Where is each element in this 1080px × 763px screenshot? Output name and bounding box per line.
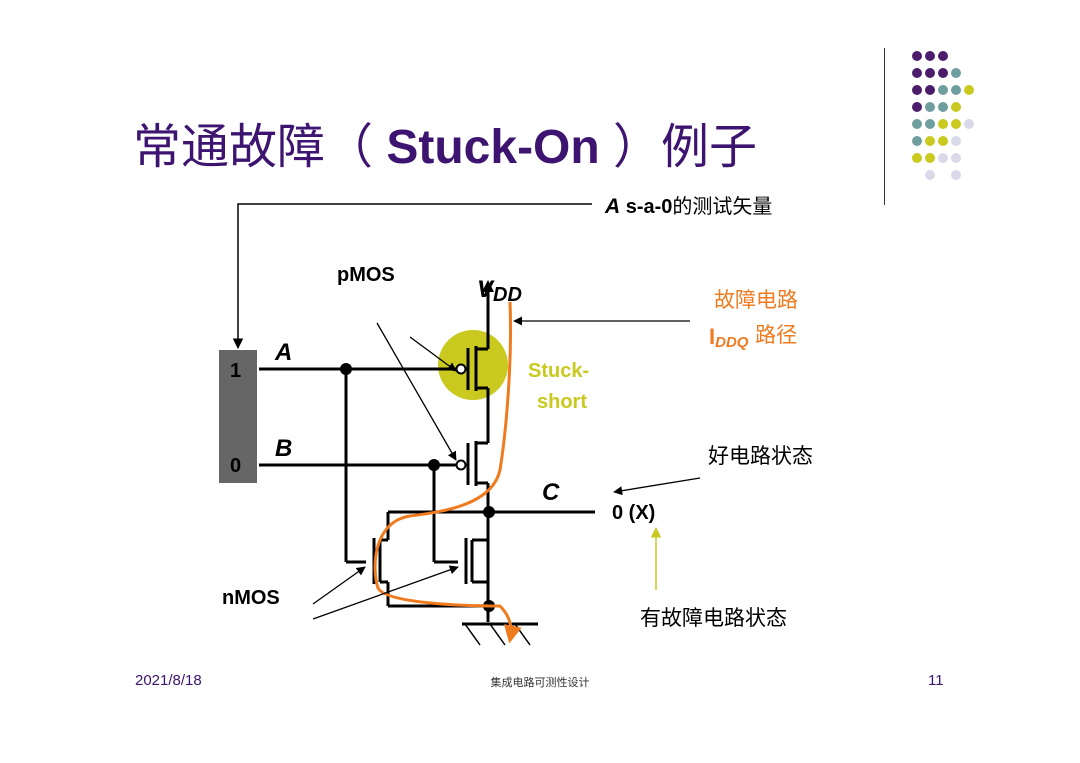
junction-a: [340, 363, 352, 375]
decorative-dot-grid: [912, 51, 974, 180]
decor-dot: [925, 136, 935, 146]
iddq-path-label: IDDQ 路径: [709, 323, 797, 351]
footer-page-number: 11: [928, 672, 944, 689]
pmos-pointer-a: [409, 336, 457, 372]
decor-dot: [951, 68, 961, 78]
signal-c-label: C: [542, 479, 560, 506]
decor-dot: [951, 170, 961, 180]
fault-circuit-label: 故障电路: [714, 288, 798, 312]
slide-title: 常通故障（ Stuck-On ）例子: [133, 119, 758, 175]
decor-dot: [925, 119, 935, 129]
decor-dot: [912, 85, 922, 95]
circuit-wires: [259, 290, 595, 626]
input-value-1: 1: [230, 360, 241, 382]
decor-dot: [951, 119, 961, 129]
decor-dot: [925, 68, 935, 78]
input-vector-box: [219, 350, 257, 483]
decor-dot: [925, 153, 935, 163]
decor-dot: [912, 102, 922, 112]
decor-dot: [951, 102, 961, 112]
vdd-arrow: [482, 280, 494, 292]
decor-dot: [925, 170, 935, 180]
decor-dot: [912, 136, 922, 146]
pmos-label: pMOS: [337, 264, 395, 286]
test-vector-label: A s-a-0的测试矢量: [604, 194, 772, 218]
faulty-state-label: 有故障电路状态: [640, 606, 787, 630]
junction-b: [428, 459, 440, 471]
pmos-pointer-b: [376, 322, 457, 461]
junction-c: [483, 506, 495, 518]
vertical-divider: [884, 48, 885, 205]
test-vector-arrow: [232, 203, 592, 350]
decor-dot: [938, 68, 948, 78]
footer-date: 2021/8/18: [135, 672, 202, 689]
input-value-0: 0: [230, 455, 241, 477]
decor-dot: [938, 85, 948, 95]
decor-dot: [912, 153, 922, 163]
decor-dot: [912, 68, 922, 78]
output-value: 0 (X): [612, 502, 655, 524]
iddq-current-path: [373, 301, 522, 644]
decor-dot: [938, 153, 948, 163]
decor-dot: [938, 119, 948, 129]
ground-symbol: [464, 623, 531, 646]
decor-dot: [912, 119, 922, 129]
decor-dot: [925, 51, 935, 61]
decor-dot: [938, 136, 948, 146]
stuck-short-label-2: short: [537, 391, 587, 413]
pmos-a-gate-bubble: [455, 363, 467, 375]
decor-dot: [938, 102, 948, 112]
good-state-pointer: [613, 477, 701, 496]
good-state-label: 好电路状态: [708, 444, 813, 468]
stuck-short-label-1: Stuck-: [528, 360, 589, 382]
decor-dot: [925, 102, 935, 112]
decor-dot: [925, 85, 935, 95]
nmos-pointer-right: [312, 565, 459, 620]
signal-b-label: B: [275, 435, 292, 462]
stuck-short-highlight: [438, 330, 508, 400]
pmos-b-gate-bubble: [455, 459, 467, 471]
decor-dot: [951, 85, 961, 95]
footer-course: 集成电路可测性设计: [490, 676, 590, 689]
decor-dot: [964, 119, 974, 129]
decor-dot: [964, 85, 974, 95]
decor-dot: [912, 51, 922, 61]
decor-dot: [951, 153, 961, 163]
nmos-pointer-left: [312, 566, 366, 605]
signal-a-label: A: [274, 339, 292, 366]
vdd-label: VDD: [477, 276, 522, 306]
nmos-label: nMOS: [222, 587, 280, 609]
decor-dot: [938, 51, 948, 61]
decor-dot: [951, 136, 961, 146]
